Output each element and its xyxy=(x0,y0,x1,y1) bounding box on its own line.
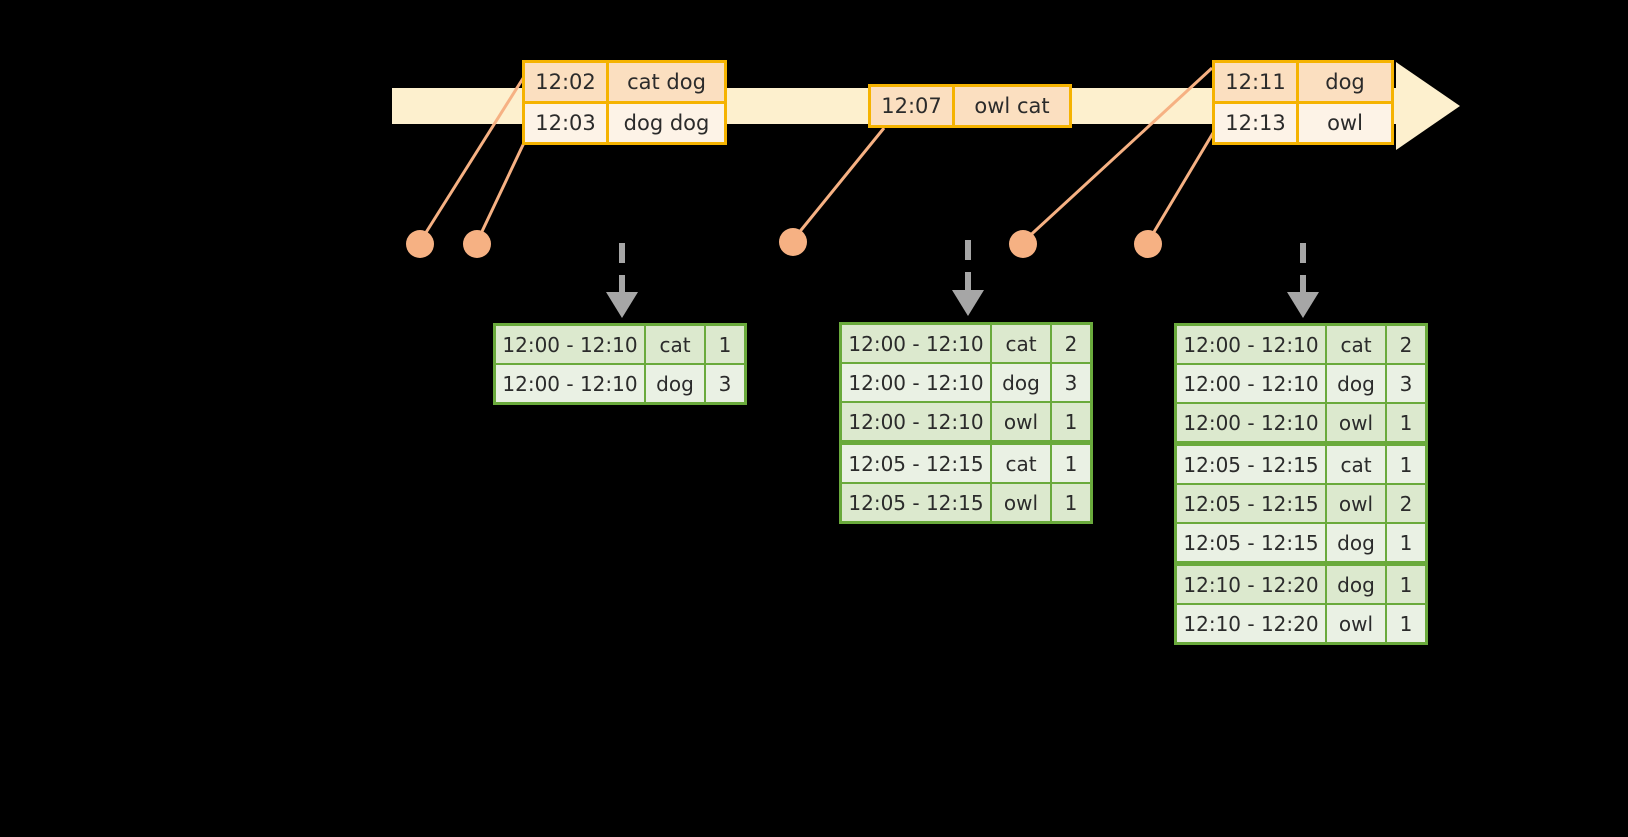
cell-window: 12:10 - 12:20 xyxy=(1177,566,1325,603)
cell-count: 1 xyxy=(1387,404,1425,441)
cell-window: 12:05 - 12:15 xyxy=(842,445,990,482)
event-time: 12:02 xyxy=(525,63,609,101)
event-group-1[interactable]: 12:02 cat dog 12:03 dog dog xyxy=(522,60,727,145)
cell-key: cat xyxy=(992,445,1050,482)
table-row: 12:00 - 12:10 cat 1 xyxy=(496,326,744,363)
event-row: 12:11 dog xyxy=(1215,63,1391,101)
table-row: 12:10 - 12:20 owl 1 xyxy=(1177,605,1425,642)
event-row: 12:07 owl cat xyxy=(871,87,1069,125)
cell-key: owl xyxy=(992,403,1050,440)
cell-key: owl xyxy=(1327,605,1385,642)
event-row: 12:03 dog dog xyxy=(525,101,724,142)
emit-arrowheads xyxy=(606,290,1319,318)
record-dot-2 xyxy=(463,230,491,258)
cell-key: cat xyxy=(992,325,1050,362)
table-row: 12:00 - 12:10 cat 2 xyxy=(842,325,1090,362)
cell-key: dog xyxy=(1327,566,1385,603)
result-table-1[interactable]: 12:00 - 12:10 cat 1 12:00 - 12:10 dog 3 xyxy=(493,323,747,405)
cell-count: 3 xyxy=(706,365,744,402)
table-row: 12:05 - 12:15 owl 2 xyxy=(1177,485,1425,522)
event-time: 12:07 xyxy=(871,87,955,125)
result-table-3[interactable]: 12:00 - 12:10 cat 2 12:00 - 12:10 dog 3 … xyxy=(1174,323,1428,645)
cell-window: 12:05 - 12:15 xyxy=(1177,485,1325,522)
record-dot-3 xyxy=(779,228,807,256)
event-time: 12:11 xyxy=(1215,63,1299,101)
cell-window: 12:05 - 12:15 xyxy=(1177,524,1325,561)
cell-key: owl xyxy=(992,484,1050,521)
cell-count: 1 xyxy=(1387,605,1425,642)
cell-key: dog xyxy=(992,364,1050,401)
cell-count: 2 xyxy=(1052,325,1090,362)
event-words: owl xyxy=(1327,111,1363,135)
event-words: dog dog xyxy=(623,111,710,135)
cell-count: 1 xyxy=(1387,524,1425,561)
table-row: 12:00 - 12:10 dog 3 xyxy=(842,364,1090,401)
table-row: 12:05 - 12:15 dog 1 xyxy=(1177,524,1425,561)
cell-key: dog xyxy=(1327,365,1385,402)
table-row: 12:00 - 12:10 dog 3 xyxy=(496,365,744,402)
event-time: 12:13 xyxy=(1215,104,1299,142)
cell-count: 1 xyxy=(1052,484,1090,521)
cell-window: 12:00 - 12:10 xyxy=(496,365,644,402)
cell-key: dog xyxy=(646,365,704,402)
emit-arrows xyxy=(619,240,1306,296)
record-dots xyxy=(406,228,1162,258)
cell-window: 12:00 - 12:10 xyxy=(1177,326,1325,363)
cell-window: 12:00 - 12:10 xyxy=(1177,404,1325,441)
table-row: 12:05 - 12:15 cat 1 xyxy=(1177,446,1425,483)
cell-count: 1 xyxy=(1387,446,1425,483)
cell-count: 1 xyxy=(1052,403,1090,440)
table-row: 12:00 - 12:10 owl 1 xyxy=(842,403,1090,440)
event-group-3[interactable]: 12:11 dog 12:13 owl xyxy=(1212,60,1394,145)
cell-window: 12:00 - 12:10 xyxy=(842,403,990,440)
cell-count: 1 xyxy=(1387,566,1425,603)
cell-window: 12:05 - 12:15 xyxy=(1177,446,1325,483)
table-row: 12:00 - 12:10 cat 2 xyxy=(1177,326,1425,363)
cell-window: 12:00 - 12:10 xyxy=(842,364,990,401)
cell-key: cat xyxy=(646,326,704,363)
cell-key: cat xyxy=(1327,326,1385,363)
event-row: 12:02 cat dog xyxy=(525,63,724,101)
record-dot-5 xyxy=(1134,230,1162,258)
cell-window: 12:05 - 12:15 xyxy=(842,484,990,521)
event-row: 12:13 owl xyxy=(1215,101,1391,142)
cell-window: 12:00 - 12:10 xyxy=(1177,365,1325,402)
cell-key: owl xyxy=(1327,485,1385,522)
result-table-2[interactable]: 12:00 - 12:10 cat 2 12:00 - 12:10 dog 3 … xyxy=(839,322,1093,524)
cell-count: 2 xyxy=(1387,485,1425,522)
cell-window: 12:10 - 12:20 xyxy=(1177,605,1325,642)
cell-count: 2 xyxy=(1387,326,1425,363)
event-words: cat dog xyxy=(627,70,706,94)
cell-key: dog xyxy=(1327,524,1385,561)
table-row: 12:05 - 12:15 owl 1 xyxy=(842,484,1090,521)
table-row: 12:00 - 12:10 dog 3 xyxy=(1177,365,1425,402)
cell-count: 1 xyxy=(706,326,744,363)
cell-count: 1 xyxy=(1052,445,1090,482)
record-dot-1 xyxy=(406,230,434,258)
cell-key: cat xyxy=(1327,446,1385,483)
cell-key: owl xyxy=(1327,404,1385,441)
table-row: 12:00 - 12:10 owl 1 xyxy=(1177,404,1425,441)
record-dot-4 xyxy=(1009,230,1037,258)
event-time: 12:03 xyxy=(525,104,609,142)
table-row: 12:10 - 12:20 dog 1 xyxy=(1177,566,1425,603)
cell-window: 12:00 - 12:10 xyxy=(842,325,990,362)
cell-window: 12:00 - 12:10 xyxy=(496,326,644,363)
cell-count: 3 xyxy=(1052,364,1090,401)
event-words: owl cat xyxy=(974,94,1050,118)
event-group-2[interactable]: 12:07 owl cat xyxy=(868,84,1072,128)
event-words: dog xyxy=(1325,70,1365,94)
table-row: 12:05 - 12:15 cat 1 xyxy=(842,445,1090,482)
cell-count: 3 xyxy=(1387,365,1425,402)
